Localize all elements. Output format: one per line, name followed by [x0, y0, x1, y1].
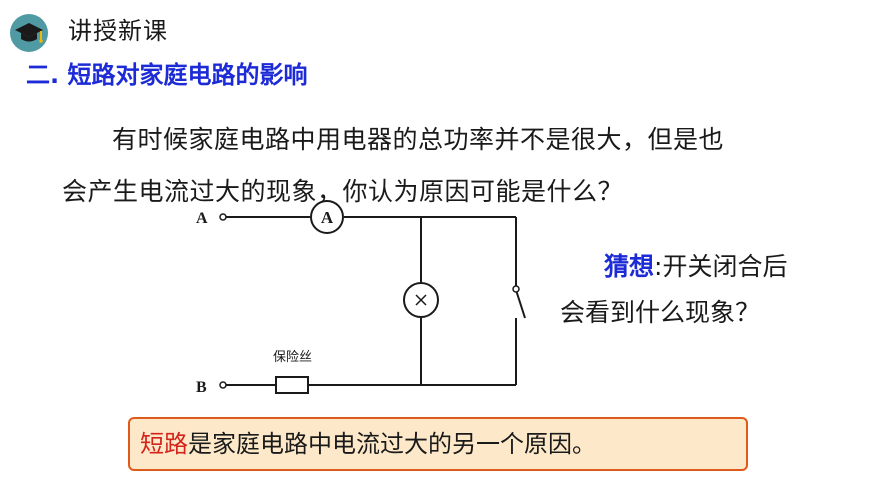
terminal-b-node [219, 381, 227, 389]
header-badge [10, 14, 48, 52]
guess-line-1-text: :开关闭合后 [654, 252, 788, 281]
terminal-b-label: B [196, 379, 207, 396]
guess-label: 猜想 [604, 252, 655, 281]
ammeter-symbol [310, 200, 344, 234]
paragraph-line-1: 有时候家庭电路中用电器的总功率并不是很大，但是也 [112, 125, 725, 154]
question-paragraph: 有时候家庭电路中用电器的总功率并不是很大，但是也 会产生电流过大的现象，你认为原… [62, 114, 832, 218]
conclusion-highlight: 短路 [140, 430, 188, 458]
terminal-a-node [219, 213, 227, 221]
graduation-cap-icon [15, 23, 43, 43]
section-title: 二. 短路对家庭电路的影响 [26, 61, 308, 89]
conclusion-box: 短路是家庭电路中电流过大的另一个原因。 [128, 417, 748, 471]
guess-block: 猜想:开关闭合后 会看到什么现象？ [560, 244, 850, 336]
lamp-symbol [403, 282, 439, 318]
terminal-a-label: A [196, 210, 208, 227]
guess-line-2: 会看到什么现象？ [560, 298, 761, 327]
guess-line-1: 猜想:开关闭合后 [560, 244, 850, 290]
conclusion-text: 是家庭电路中电流过大的另一个原因。 [188, 430, 596, 458]
ammeter-label: A [321, 208, 334, 227]
header-title: 讲授新课 [68, 17, 168, 45]
switch-symbol [512, 285, 520, 293]
fuse-symbol [275, 376, 309, 394]
fuse-label: 保险丝 [273, 350, 312, 365]
paragraph-line-2: 会产生电流过大的现象，你认为原因可能是什么？ [62, 177, 624, 206]
